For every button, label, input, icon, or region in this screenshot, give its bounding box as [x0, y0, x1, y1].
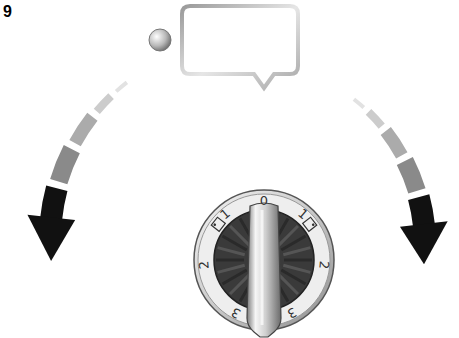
figure-number: 9	[3, 4, 12, 20]
left-arrow	[27, 81, 128, 261]
arrow-band	[40, 185, 67, 220]
ridge	[283, 265, 310, 272]
display-bubble	[182, 6, 298, 88]
arrow-band	[115, 81, 128, 93]
arrow-band	[353, 98, 365, 109]
indicator-light	[149, 29, 171, 51]
hob-icon	[303, 217, 317, 231]
ridge	[218, 248, 245, 255]
knob-handle	[247, 203, 281, 337]
ridge	[218, 265, 245, 272]
arrow-band	[94, 93, 114, 114]
ridge	[284, 259, 312, 262]
arrow-band	[50, 145, 80, 184]
dial-mark: 2	[197, 261, 211, 270]
ridge	[222, 270, 246, 284]
arrow-band	[366, 109, 385, 129]
arrow-band	[381, 127, 408, 158]
right-arrow	[353, 98, 448, 265]
arrow-band	[69, 113, 97, 146]
ridge	[283, 248, 310, 255]
ridge	[281, 236, 305, 250]
handle-highlight	[261, 210, 264, 325]
dial-mark: 0	[260, 194, 268, 207]
ridge	[216, 259, 244, 262]
dial-mark: 2	[317, 261, 331, 270]
arrow-head	[27, 215, 75, 261]
arrow-band	[397, 157, 426, 194]
arrow-head	[400, 221, 448, 264]
arrow-band	[408, 194, 435, 227]
